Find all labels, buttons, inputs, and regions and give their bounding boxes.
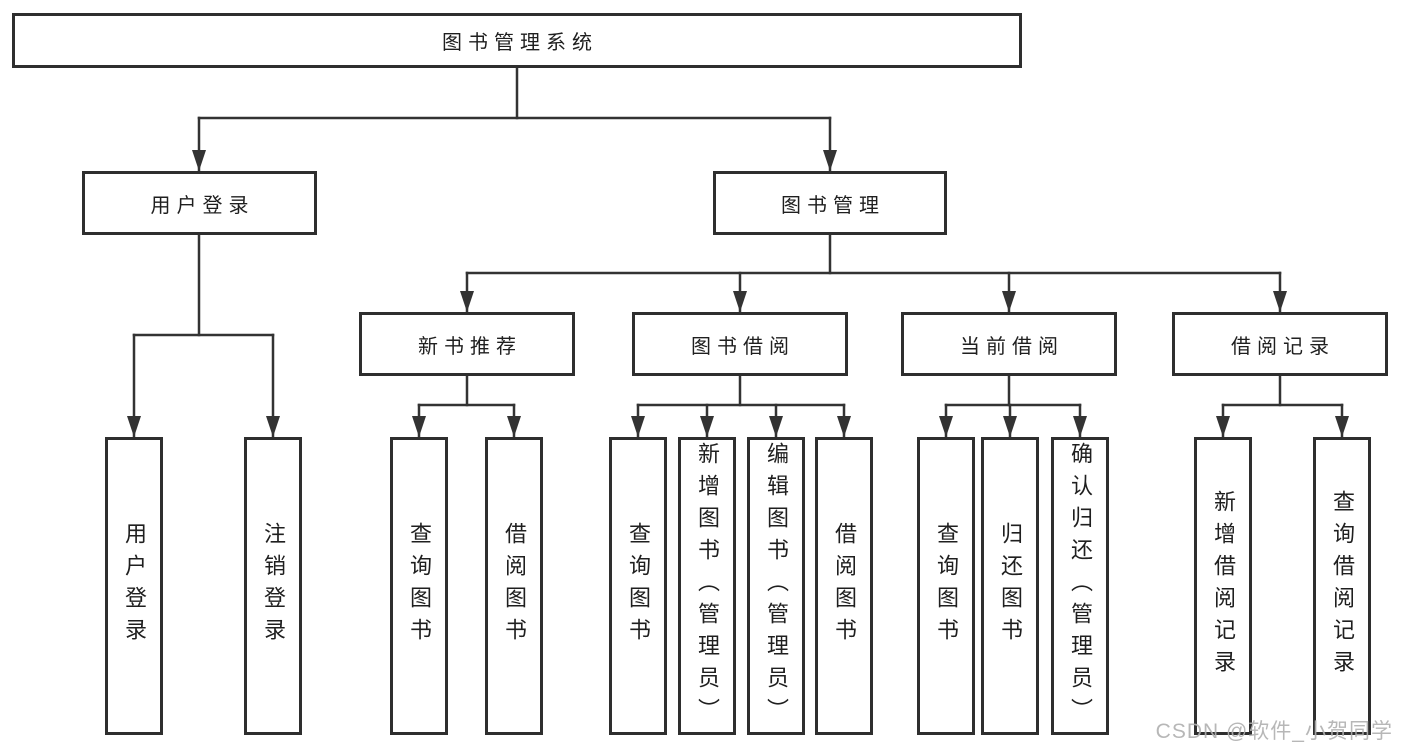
leaf-label: 查询借阅记录	[1330, 490, 1355, 682]
leaf-query-books-borrowing: 查询图书	[609, 437, 667, 735]
leaf-label: 归还图书	[998, 522, 1023, 650]
leaf-label: 查询图书	[934, 522, 959, 650]
leaf-edit-books-admin: 编辑图书（管理员）	[747, 437, 805, 735]
leaf-return-books: 归还图书	[981, 437, 1039, 735]
leaf-query-books-current: 查询图书	[917, 437, 975, 735]
leaf-borrow-books-borrowing: 借阅图书	[815, 437, 873, 735]
node-new-book-recommend: 新书推荐	[359, 312, 575, 376]
leaf-add-borrow-record: 新增借阅记录	[1194, 437, 1252, 735]
node-book-management: 图书管理	[713, 171, 947, 235]
leaf-confirm-return-admin: 确认归还（管理员）	[1051, 437, 1109, 735]
leaf-add-books-admin: 新增图书（管理员）	[678, 437, 736, 735]
leaf-borrow-books-recommend: 借阅图书	[485, 437, 543, 735]
leaf-user-login: 用户登录	[105, 437, 163, 735]
leaf-label: 新增借阅记录	[1211, 490, 1236, 682]
leaf-label: 查询图书	[407, 522, 432, 650]
watermark: CSDN @软件_小贺同学	[1155, 720, 1393, 743]
leaf-label: 借阅图书	[832, 522, 857, 650]
leaf-label: 确认归还（管理员）	[1068, 442, 1093, 730]
node-root-system: 图书管理系统	[12, 13, 1022, 68]
leaf-label: 新增图书（管理员）	[695, 442, 720, 730]
leaf-label: 查询图书	[626, 522, 651, 650]
leaf-label: 编辑图书（管理员）	[764, 442, 789, 730]
node-user-login: 用户登录	[82, 171, 317, 235]
leaf-label: 用户登录	[122, 522, 147, 650]
leaf-label: 注销登录	[261, 522, 286, 650]
node-borrowing-records: 借阅记录	[1172, 312, 1388, 376]
leaf-logout: 注销登录	[244, 437, 302, 735]
leaf-query-books-recommend: 查询图书	[390, 437, 448, 735]
node-book-borrowing: 图书借阅	[632, 312, 848, 376]
leaf-label: 借阅图书	[502, 522, 527, 650]
node-current-borrowing: 当前借阅	[901, 312, 1117, 376]
leaf-query-borrow-record: 查询借阅记录	[1313, 437, 1371, 735]
